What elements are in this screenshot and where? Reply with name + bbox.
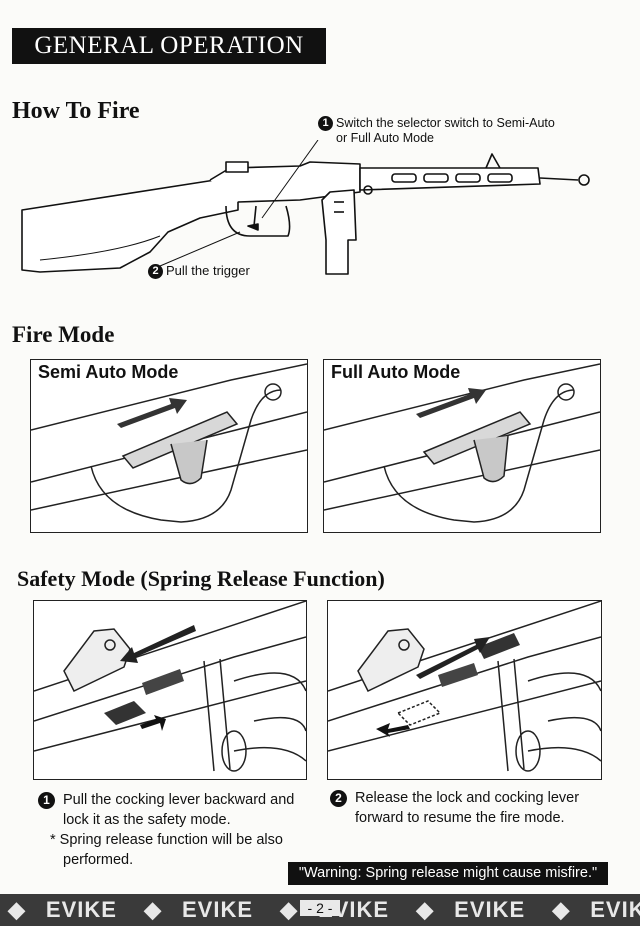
page-title: GENERAL OPERATION — [12, 28, 326, 64]
safety-step2-line2: forward to resume the fire mode. — [355, 810, 565, 826]
semi-auto-label: Semi Auto Mode — [35, 362, 182, 383]
step-number-badge: 1 — [38, 791, 55, 809]
page-number: - 2 - — [300, 900, 340, 916]
safety-step1-note2: performed. — [63, 852, 134, 868]
watermark-text: EVIKE — [45, 897, 117, 922]
fire-mode-heading: Fire Mode — [12, 322, 115, 347]
how-to-fire-heading: How To Fire — [12, 98, 140, 124]
safety-lock-illustration — [34, 601, 306, 772]
safety-step1-instructions: 1 Pull the cocking lever backward and loc… — [38, 790, 294, 870]
full-auto-illustration — [324, 363, 600, 523]
safety-step1-line1: Pull the cocking lever backward and — [63, 792, 295, 808]
full-auto-panel: Full Auto Mode — [323, 359, 601, 533]
fire-step1-text2: or Full Auto Mode — [336, 131, 434, 146]
step-number-badge: 2 — [330, 789, 347, 807]
safety-step2-instructions: 2 Release the lock and cocking lever forw… — [330, 788, 579, 828]
semi-auto-panel: Semi Auto Mode — [30, 359, 308, 533]
safety-release-panel — [327, 600, 602, 780]
safety-step1-line2: lock it as the safety mode. — [63, 812, 231, 828]
diamond-logo-icon: ◆ — [416, 897, 435, 922]
safety-release-illustration — [328, 601, 601, 772]
step-number-badge: 2 — [148, 264, 163, 280]
fire-step2-text: Pull the trigger — [166, 263, 250, 278]
watermark-text: EVIKE — [182, 897, 254, 922]
gun-diagram — [21, 140, 590, 275]
warning-banner: "Warning: Spring release might cause mis… — [288, 862, 608, 885]
watermark-text: EVIKE — [454, 897, 526, 922]
fire-step1-text: Switch the selector switch to Semi-Auto — [336, 116, 555, 130]
diamond-logo-icon: ◆ — [8, 897, 26, 922]
diamond-logo-icon: ◆ — [144, 897, 162, 922]
safety-mode-heading: Safety Mode (Spring Release Function) — [17, 566, 385, 591]
safety-lock-panel — [33, 600, 307, 780]
safety-step1-note1: * Spring release function will be also — [50, 832, 283, 848]
safety-step2-line1: Release the lock and cocking lever — [355, 790, 580, 806]
semi-auto-illustration — [31, 363, 307, 523]
full-auto-label: Full Auto Mode — [328, 362, 464, 383]
diamond-logo-icon: ◆ — [552, 897, 571, 922]
diamond-logo-icon: ◆ — [280, 897, 299, 922]
step-number-badge: 1 — [318, 116, 333, 132]
watermark-text: EVIKE — [590, 897, 640, 922]
